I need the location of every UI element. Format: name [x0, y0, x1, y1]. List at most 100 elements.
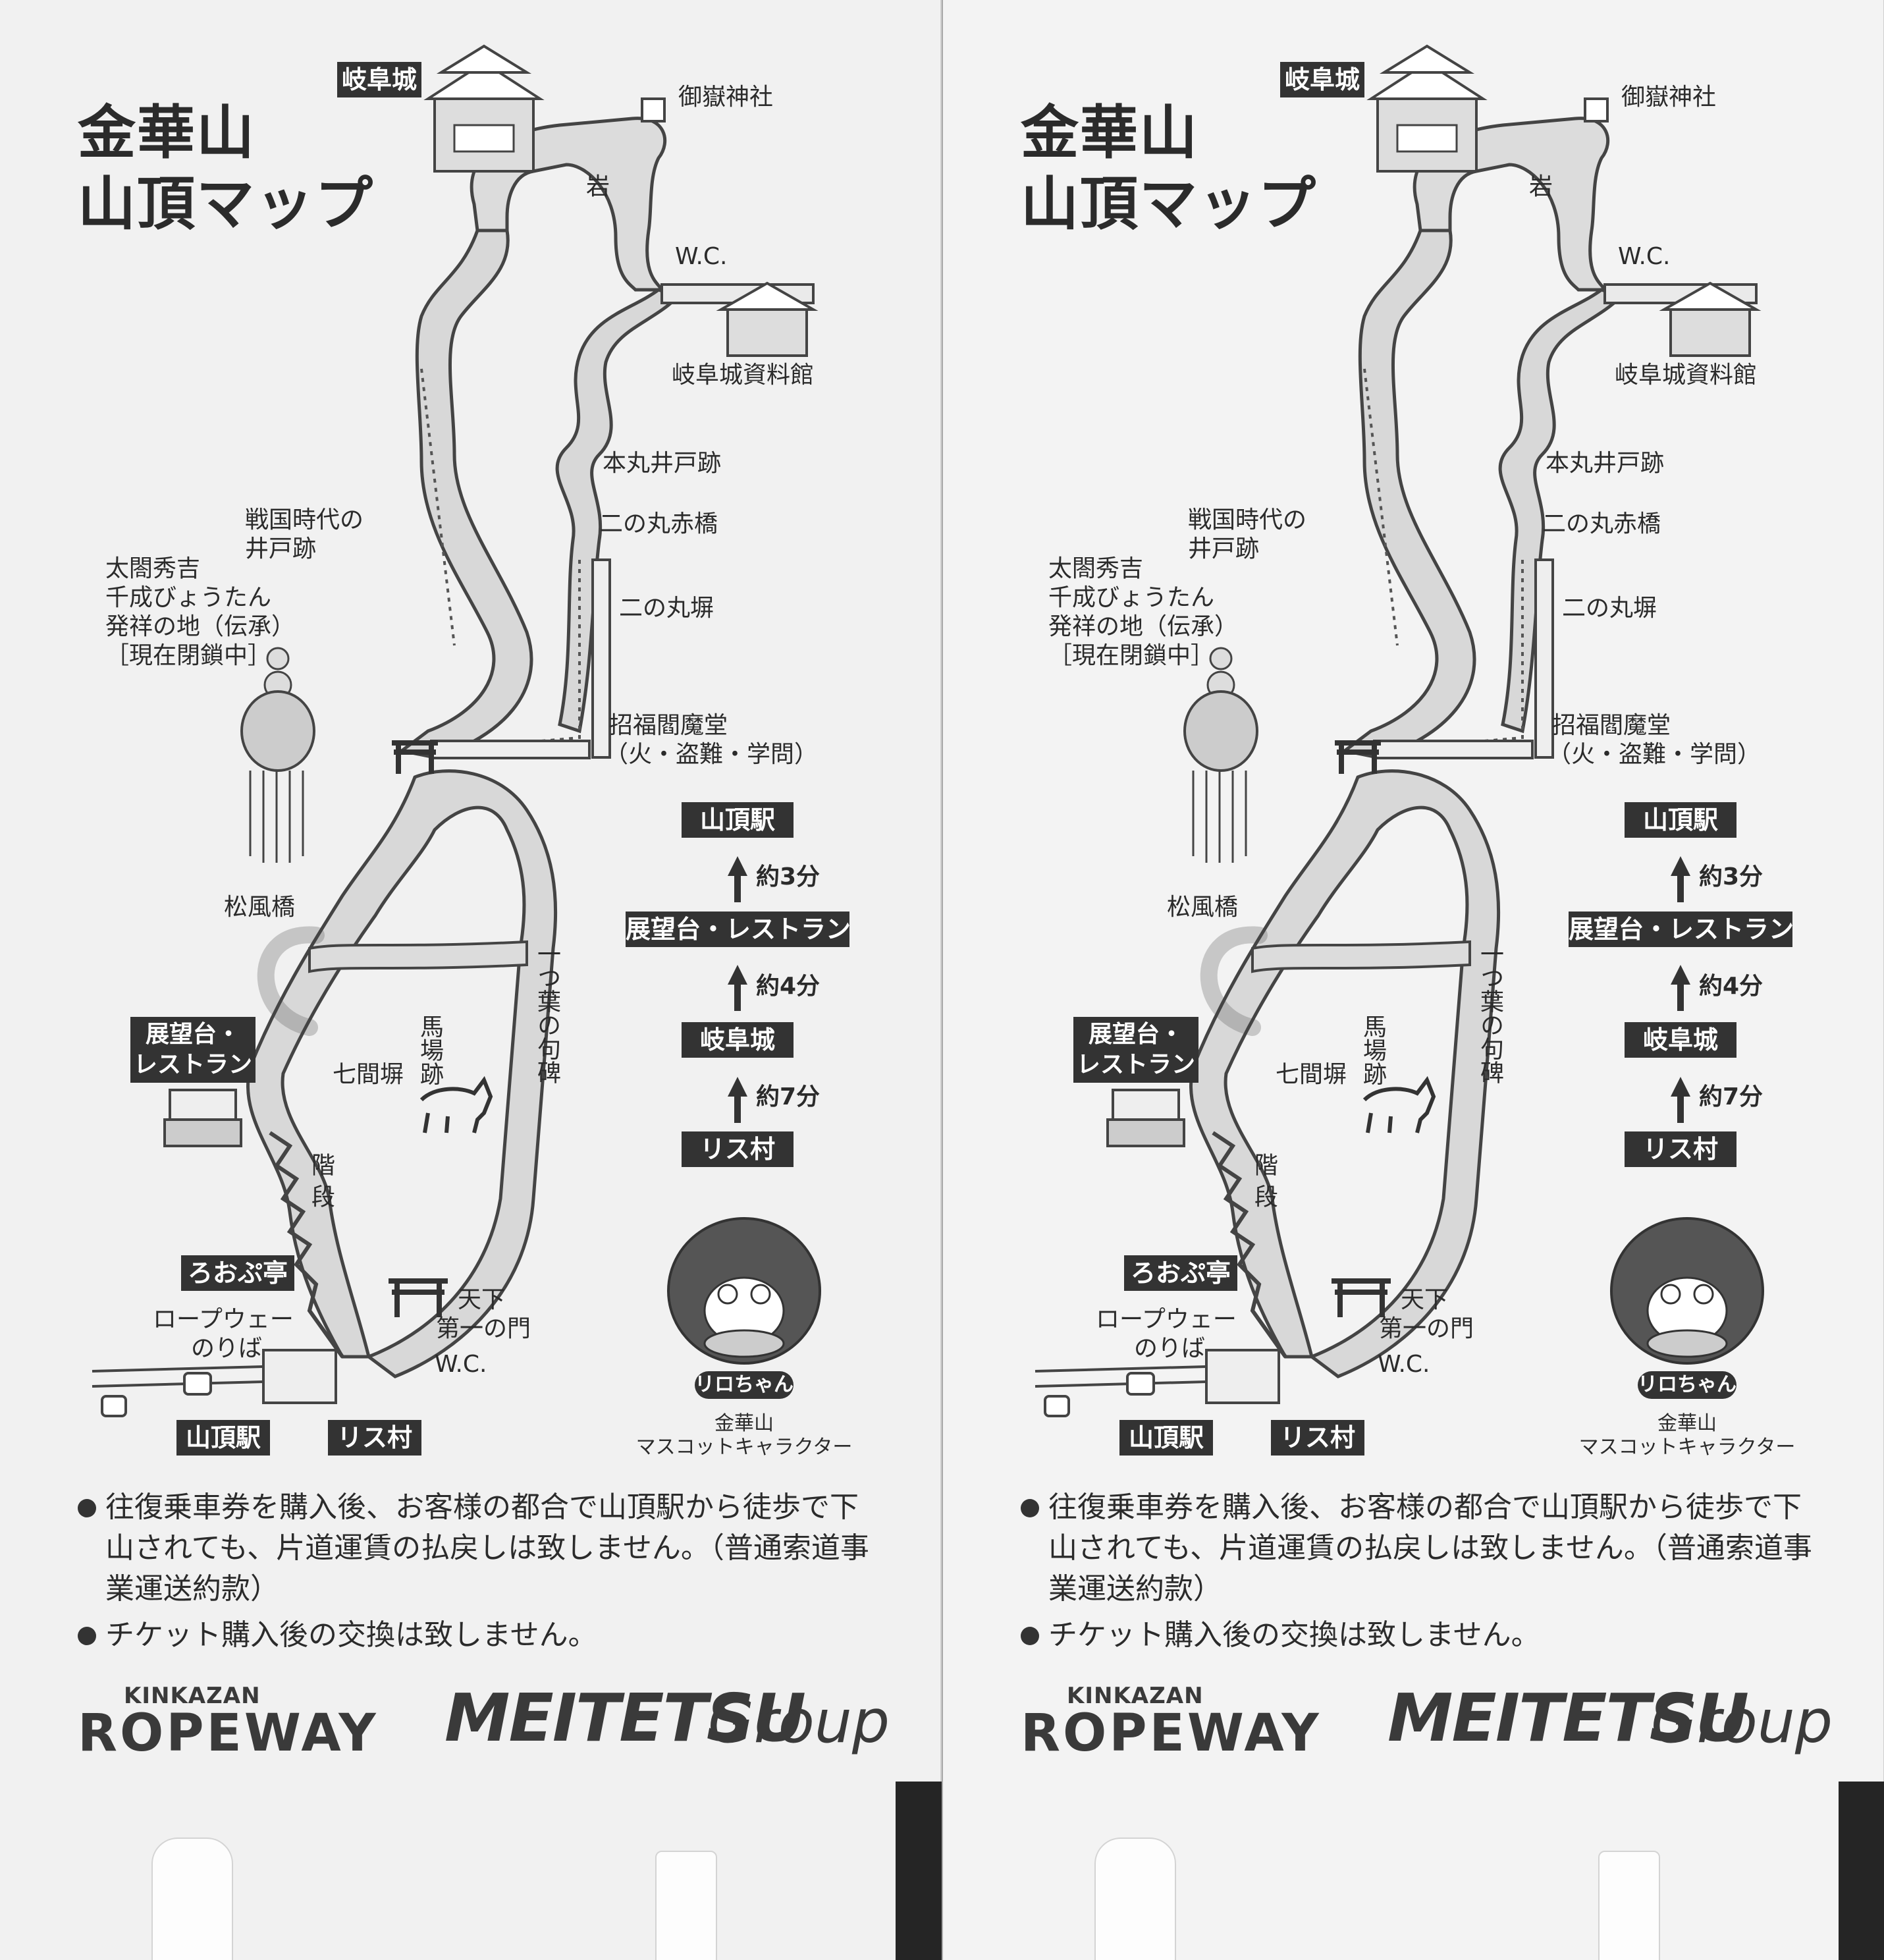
haiku-monument-label: 一つ葉の句碑 — [1476, 942, 1503, 1084]
notice-exchange-text: チケット購入後の交換は致しません。 — [105, 1618, 597, 1652]
shichiken-wall-label: 七間塀 — [1276, 1061, 1347, 1088]
cross-path — [308, 940, 528, 973]
cross-path — [1251, 940, 1471, 973]
tenka-gate-label-1: 天下 — [1401, 1286, 1449, 1313]
route-stop-observatory: 展望台・レストラン — [626, 912, 851, 947]
summit-map-graphic — [92, 0, 942, 1960]
punch-hole-right — [655, 1851, 717, 1960]
horse-icon — [1362, 1075, 1436, 1133]
castle-icon — [1366, 44, 1488, 173]
hideyoshi-label-1: 太閤秀吉 — [105, 555, 201, 582]
kinkazan-ropeway-logo: KINKAZAN ROPEWAY — [1021, 1683, 1319, 1763]
ninomaru-wall-label: 二の丸塀 — [1562, 595, 1657, 622]
hideyoshi-label-3: 発祥の地（伝承） — [1048, 613, 1239, 640]
logo-meitetsu-text: MEITETSU — [444, 1679, 806, 1756]
bullet-icon — [1021, 1499, 1039, 1517]
observatory-box: 展望台・ レストラン — [1073, 1017, 1198, 1083]
wc-top-label: W.C. — [675, 243, 728, 270]
gourd-tassel-icon — [240, 647, 315, 863]
stairs-label: 階段 — [308, 1153, 335, 1216]
route-time-4min: 約4分 — [756, 973, 821, 1000]
museum-label: 岐阜城資料館 — [1615, 362, 1758, 389]
honmaru-well-label: 本丸井戸跡 — [603, 450, 722, 477]
map-title-line1: 金華山 — [78, 99, 256, 167]
gondola-icon — [1126, 1372, 1155, 1396]
gondola-icon — [101, 1395, 127, 1417]
gondola-icon — [1044, 1395, 1070, 1417]
notice-exchange: チケット購入後の交換は致しません。 — [1021, 1615, 1817, 1656]
torii-gate-icon — [1335, 740, 1381, 774]
ropeway-boarding-label-1: ロープウェー — [1096, 1306, 1237, 1333]
observatory-building-icon — [163, 1089, 242, 1147]
ninomaru-bridge-label: 二の丸赤橋 — [1542, 510, 1661, 537]
bullet-icon — [1021, 1627, 1039, 1645]
route-arrow-icon — [1671, 856, 1690, 1123]
tenka-gate-label-2: 第一の門 — [436, 1315, 531, 1342]
gourd-tassel-icon — [1183, 647, 1258, 863]
ticket-divider — [942, 0, 943, 1960]
hideyoshi-label-3: 発祥の地（伝承） — [105, 613, 296, 640]
baba-ato-label: 馬場跡 — [1359, 1014, 1386, 1085]
gifu-castle-box: 岐阜城 — [337, 62, 421, 97]
logo-kinkazan-text: KINKAZAN — [124, 1683, 261, 1709]
mascot-squirrel-icon — [667, 1217, 821, 1365]
observatory-loop — [1200, 926, 1268, 1036]
hideyoshi-label-2: 千成びょうたん — [105, 584, 272, 611]
ninomaru-wall-graphic — [591, 558, 611, 759]
shofu-bridge-label: 松風橋 — [224, 894, 296, 921]
stairs-graphic — [269, 1131, 344, 1358]
lower-loop-path — [1189, 769, 1501, 1378]
mascot-caption-2: マスコットキャラクター — [635, 1436, 853, 1459]
notice-refund-text: 往復乗車券を購入後、お客様の都合で山頂駅から徒歩で下山されても、片道運賃の払戻し… — [105, 1490, 869, 1606]
lower-loop-path — [246, 769, 558, 1378]
shrine-label: 御嶽神社 — [1621, 84, 1717, 111]
observatory-box-line2: レストラン — [1076, 1051, 1195, 1078]
squirrel-village-box: リス村 — [1271, 1420, 1364, 1456]
mascot-caption-1: 金華山 — [714, 1412, 774, 1435]
notice-refund: 往復乗車券を購入後、お客様の都合で山頂駅から徒歩で下山されても、片道運賃の払戻し… — [78, 1487, 875, 1610]
ninomaru-wall-label: 二の丸塀 — [619, 595, 714, 622]
hideyoshi-label-4: ［現在閉鎖中］ — [105, 642, 272, 669]
hideyoshi-label-4: ［現在閉鎖中］ — [1048, 642, 1215, 669]
punch-hole-left — [1094, 1838, 1176, 1960]
notice-exchange: チケット購入後の交換は致しません。 — [78, 1615, 875, 1656]
wc-bottom-label: W.C. — [1378, 1351, 1430, 1378]
main-trail-path — [1341, 229, 1476, 759]
notice-refund-text: 往復乗車券を購入後、お客様の都合で山頂駅から徒歩で下山されても、片道運賃の払戻し… — [1048, 1490, 1812, 1606]
observatory-building-icon — [1106, 1089, 1185, 1147]
route-arrow-icon — [728, 856, 747, 1123]
route-stop-summit: 山頂駅 — [1625, 802, 1736, 838]
sengoku-well-label-2: 井戸跡 — [1188, 535, 1260, 562]
honmaru-well-label: 本丸井戸跡 — [1546, 450, 1665, 477]
mascot-name-badge: リロちゃん — [695, 1371, 794, 1399]
mascot-caption-1: 金華山 — [1657, 1412, 1717, 1435]
route-time-3min: 約3分 — [756, 863, 821, 890]
magnetic-strip — [896, 1782, 942, 1960]
enma-label-1: 招福閻魔堂 — [609, 712, 728, 739]
observatory-box-line2: レストラン — [133, 1051, 252, 1078]
route-time-4min: 約4分 — [1699, 973, 1763, 1000]
shrine-label: 御嶽神社 — [678, 84, 774, 111]
route-stop-castle: 岐阜城 — [682, 1022, 794, 1058]
horse-icon — [419, 1075, 493, 1133]
squirrel-village-box: リス村 — [328, 1420, 421, 1456]
observatory-box-line1: 展望台・ — [145, 1021, 240, 1048]
map-title-line2: 山頂マップ — [78, 170, 375, 238]
stairs-graphic — [1212, 1131, 1287, 1358]
station-building — [1205, 1349, 1280, 1404]
map-title-line2: 山頂マップ — [1021, 170, 1318, 238]
sengoku-well-label-1: 戦国時代の — [1188, 506, 1307, 533]
notice-refund: 往復乗車券を購入後、お客様の都合で山頂駅から徒歩で下山されても、片道運賃の払戻し… — [1021, 1487, 1817, 1610]
shrine-icon — [1584, 97, 1609, 122]
dotted-wall-1 — [420, 368, 456, 646]
meitetsu-group-logo: MEITETSU Group — [1387, 1673, 1833, 1765]
observatory-loop — [257, 926, 325, 1036]
baba-ato-label: 馬場跡 — [416, 1014, 443, 1085]
hideyoshi-label-1: 太閤秀吉 — [1048, 555, 1144, 582]
magnetic-strip — [1839, 1782, 1884, 1960]
sengoku-well-label-1: 戦国時代の — [245, 506, 364, 533]
enma-label-2: （火・盗難・学問） — [605, 741, 819, 768]
wc-bottom-label: W.C. — [435, 1351, 487, 1378]
ropeway-cable-2 — [92, 1380, 264, 1388]
map-title-line1: 金華山 — [1021, 99, 1199, 167]
